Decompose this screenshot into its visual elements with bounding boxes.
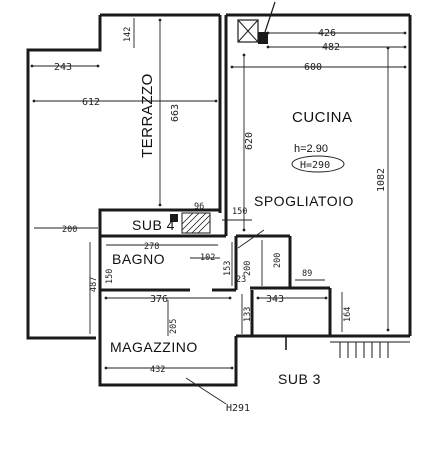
dim-200-mid: 200 [243, 261, 253, 276]
dim-1082: 1082 [376, 168, 387, 192]
height-circle [291, 155, 345, 173]
dim-620: 620 [244, 132, 255, 150]
dim-150-bagno: 150 [105, 269, 115, 284]
dim-612: 612 [82, 97, 100, 108]
terrace-outer-wall [26, 15, 102, 340]
dim-432: 432 [150, 365, 165, 375]
dim-133: 133 [243, 307, 253, 322]
dim-482: 482 [322, 42, 340, 53]
dim-150: 150 [232, 207, 247, 217]
room-label-magazzino: MAGAZZINO [110, 339, 198, 355]
height-magazzino: H291 [226, 403, 250, 414]
dim-487: 487 [89, 277, 99, 292]
dim-663: 663 [170, 104, 181, 122]
dim-89: 89 [302, 269, 312, 279]
dim-102: 102 [200, 253, 215, 263]
room-label-terrazzo: TERRAZZO [139, 73, 156, 158]
dim-426: 426 [318, 28, 336, 39]
flue-shaft [237, 1, 276, 44]
height-cucina-handwritten: H=290 [300, 160, 330, 171]
room-label-spogliatoio: SPOGLIATOIO [254, 193, 354, 209]
dim-600: 600 [304, 62, 322, 73]
room-label-cucina: CUCINA [292, 109, 353, 126]
dim-243: 243 [54, 62, 72, 73]
dim-96: 96 [194, 202, 204, 212]
dimension-ticks [30, 18, 407, 370]
dim-376: 376 [150, 294, 168, 305]
stairs [330, 341, 410, 358]
dim-200-left: 200 [62, 225, 77, 235]
dimension-lines [32, 18, 405, 405]
dim-205: 205 [169, 319, 179, 334]
dim-153: 153 [223, 261, 233, 276]
dim-278: 278 [144, 242, 159, 252]
dim-164: 164 [343, 307, 353, 322]
walls [26, 13, 412, 387]
height-cucina-typed: h=2.90 [294, 143, 328, 155]
dim-142: 142 [123, 27, 133, 42]
room-label-sub3: SUB 3 [278, 371, 321, 387]
hatched-block [170, 212, 211, 234]
dim-200-spogliatoio: 200 [273, 253, 283, 268]
dim-343: 343 [266, 294, 284, 305]
room-label-sub4: SUB 4 [132, 217, 175, 233]
magazzino-outline [98, 290, 238, 387]
dim-23: 23 [236, 275, 246, 285]
room-label-bagno: BAGNO [112, 251, 165, 267]
